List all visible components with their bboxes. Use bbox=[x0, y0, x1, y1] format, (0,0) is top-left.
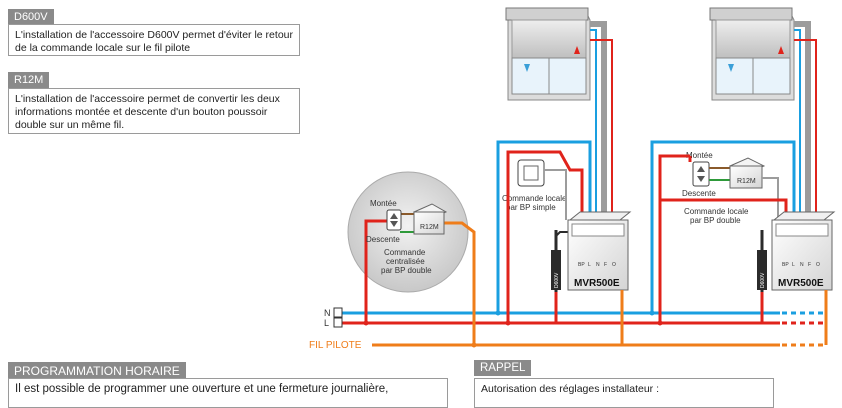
d600v-2 bbox=[757, 250, 767, 290]
central-r12m-label: R12M bbox=[420, 224, 439, 231]
mvr500e-2-top bbox=[772, 211, 836, 221]
local-simple-caption-1: Commande locale bbox=[502, 194, 567, 203]
r12m-text: L'installation de l'accessoire permet de… bbox=[15, 93, 280, 131]
unit2-red-loop bbox=[658, 154, 690, 323]
central-red-wire bbox=[364, 219, 390, 323]
mvr500e-1-terminal-l: L bbox=[588, 262, 591, 268]
bus-L-label: L bbox=[324, 318, 329, 328]
mvr500e-1-terminal-bp: BP bbox=[578, 262, 585, 268]
programmation-text: Il est possible de programmer une ouvert… bbox=[15, 383, 389, 395]
unit-2: R12M Montée Descente Commande locale par… bbox=[650, 7, 836, 323]
central-up-label: Montée bbox=[370, 199, 397, 208]
motor-blue-1 bbox=[590, 29, 597, 220]
mvr500e-2-terminal-bp: BP bbox=[782, 262, 789, 268]
mvr500e-2-terminal-o: O bbox=[816, 262, 820, 268]
local-double-caption-1: Commande locale bbox=[684, 207, 749, 216]
shutter-1-box bbox=[505, 7, 589, 21]
programmation-title: PROGRAMMATION HORAIRE bbox=[8, 362, 186, 380]
mvr500e-1-label: MVR500E bbox=[574, 278, 620, 289]
rappel-title: RAPPEL bbox=[474, 360, 532, 376]
d600v-title: D600V bbox=[8, 9, 54, 25]
junction-3 bbox=[505, 320, 511, 326]
central-up-arrow bbox=[390, 213, 398, 219]
centralized-command: R12M Montée Descente Commande centralisé… bbox=[347, 171, 476, 345]
unit1-blue-loop bbox=[496, 140, 592, 313]
central-caption-1: Commande bbox=[384, 248, 426, 257]
central-down-label: Descente bbox=[366, 235, 400, 244]
junction-6 bbox=[471, 342, 477, 348]
r12m-description: L'installation de l'accessoire permet de… bbox=[8, 88, 300, 134]
bus-N-label: N bbox=[324, 308, 331, 318]
mvr500e-1-terminal-f: F bbox=[604, 262, 607, 268]
motor-cable-2 bbox=[794, 21, 811, 220]
mvr500e-2: BP L N F O MVR500E bbox=[771, 211, 836, 291]
d600v-1 bbox=[551, 250, 561, 290]
mvr500e-1-top bbox=[568, 211, 632, 221]
central-down-arrow bbox=[390, 221, 398, 227]
mvr500e-2-terminal-l: L bbox=[792, 262, 795, 268]
shutter-1-down-arrow bbox=[524, 64, 530, 72]
mvr500e-2-label: MVR500E bbox=[778, 278, 824, 289]
central-r12m-module bbox=[413, 211, 445, 235]
junction-2 bbox=[495, 310, 501, 316]
unit2-blue-loop bbox=[650, 140, 796, 313]
local-double-up-label: Montée bbox=[686, 151, 713, 160]
local-r12m-label: R12M bbox=[737, 178, 756, 185]
motor-red-2 bbox=[794, 39, 817, 220]
shutter-2 bbox=[709, 7, 795, 101]
shutter-2-box bbox=[709, 7, 793, 21]
unit1-grey-link bbox=[544, 169, 567, 220]
unit1-red-loop bbox=[506, 150, 584, 323]
shutter-1-slats bbox=[511, 19, 587, 59]
local-simple-caption-2: par BP simple bbox=[506, 203, 556, 212]
unit2-grey-link bbox=[762, 177, 779, 220]
fil-pilote-label: FIL PILOTE bbox=[309, 340, 362, 351]
mvr500e-2-terminal-n: N bbox=[800, 262, 804, 268]
central-caption-3: par BP double bbox=[381, 266, 432, 275]
d600v-2-label: D600V bbox=[760, 272, 766, 288]
mvr500e-2-terminals bbox=[775, 223, 829, 237]
d600v-1-label: D600V bbox=[554, 272, 560, 288]
shutter-1-up-arrow bbox=[574, 46, 580, 54]
local-double-switch bbox=[692, 161, 710, 187]
rappel-text: Autorisation des réglages installateur : bbox=[481, 383, 660, 395]
mvr500e-1-terminal-o: O bbox=[612, 262, 616, 268]
unit-1: Commande locale par BP simple D600V BP L… bbox=[496, 7, 632, 323]
shutter-2-down-arrow bbox=[728, 64, 734, 72]
terminal-L bbox=[333, 317, 343, 328]
local-double-down-arrow bbox=[697, 176, 705, 182]
local-double-down-label: Descente bbox=[682, 189, 716, 198]
shutter-2-up-arrow bbox=[778, 46, 784, 54]
central-orange-wire bbox=[444, 221, 476, 345]
terminal-N bbox=[333, 307, 343, 318]
junction-5 bbox=[657, 320, 663, 326]
mvr500e-1-terminals bbox=[571, 223, 625, 237]
mvr500e-1: BP L N F O MVR500E bbox=[567, 211, 632, 291]
bus-lines: N L FIL PILOTE bbox=[309, 307, 826, 351]
r12m-title: R12M bbox=[8, 72, 50, 88]
mvr500e-1-terminal-n: N bbox=[596, 262, 600, 268]
d600v-text: L'installation de l'accessoire D600V per… bbox=[15, 29, 293, 54]
motor-cable-1 bbox=[590, 21, 607, 220]
mvr500e-2-terminal-f: F bbox=[808, 262, 811, 268]
central-switch bbox=[386, 209, 402, 231]
motor-blue-2 bbox=[794, 29, 801, 220]
central-caption-2: centralisée bbox=[386, 257, 425, 266]
motor-red-1 bbox=[590, 39, 613, 220]
local-simple-button bbox=[523, 165, 539, 181]
local-double-caption-2: par BP double bbox=[690, 216, 741, 225]
shutter-1 bbox=[505, 7, 591, 101]
local-double-up-arrow bbox=[697, 166, 705, 172]
junction-1 bbox=[363, 320, 369, 326]
junction-4 bbox=[649, 310, 655, 316]
d600v-description: L'installation de l'accessoire D600V per… bbox=[8, 24, 300, 56]
